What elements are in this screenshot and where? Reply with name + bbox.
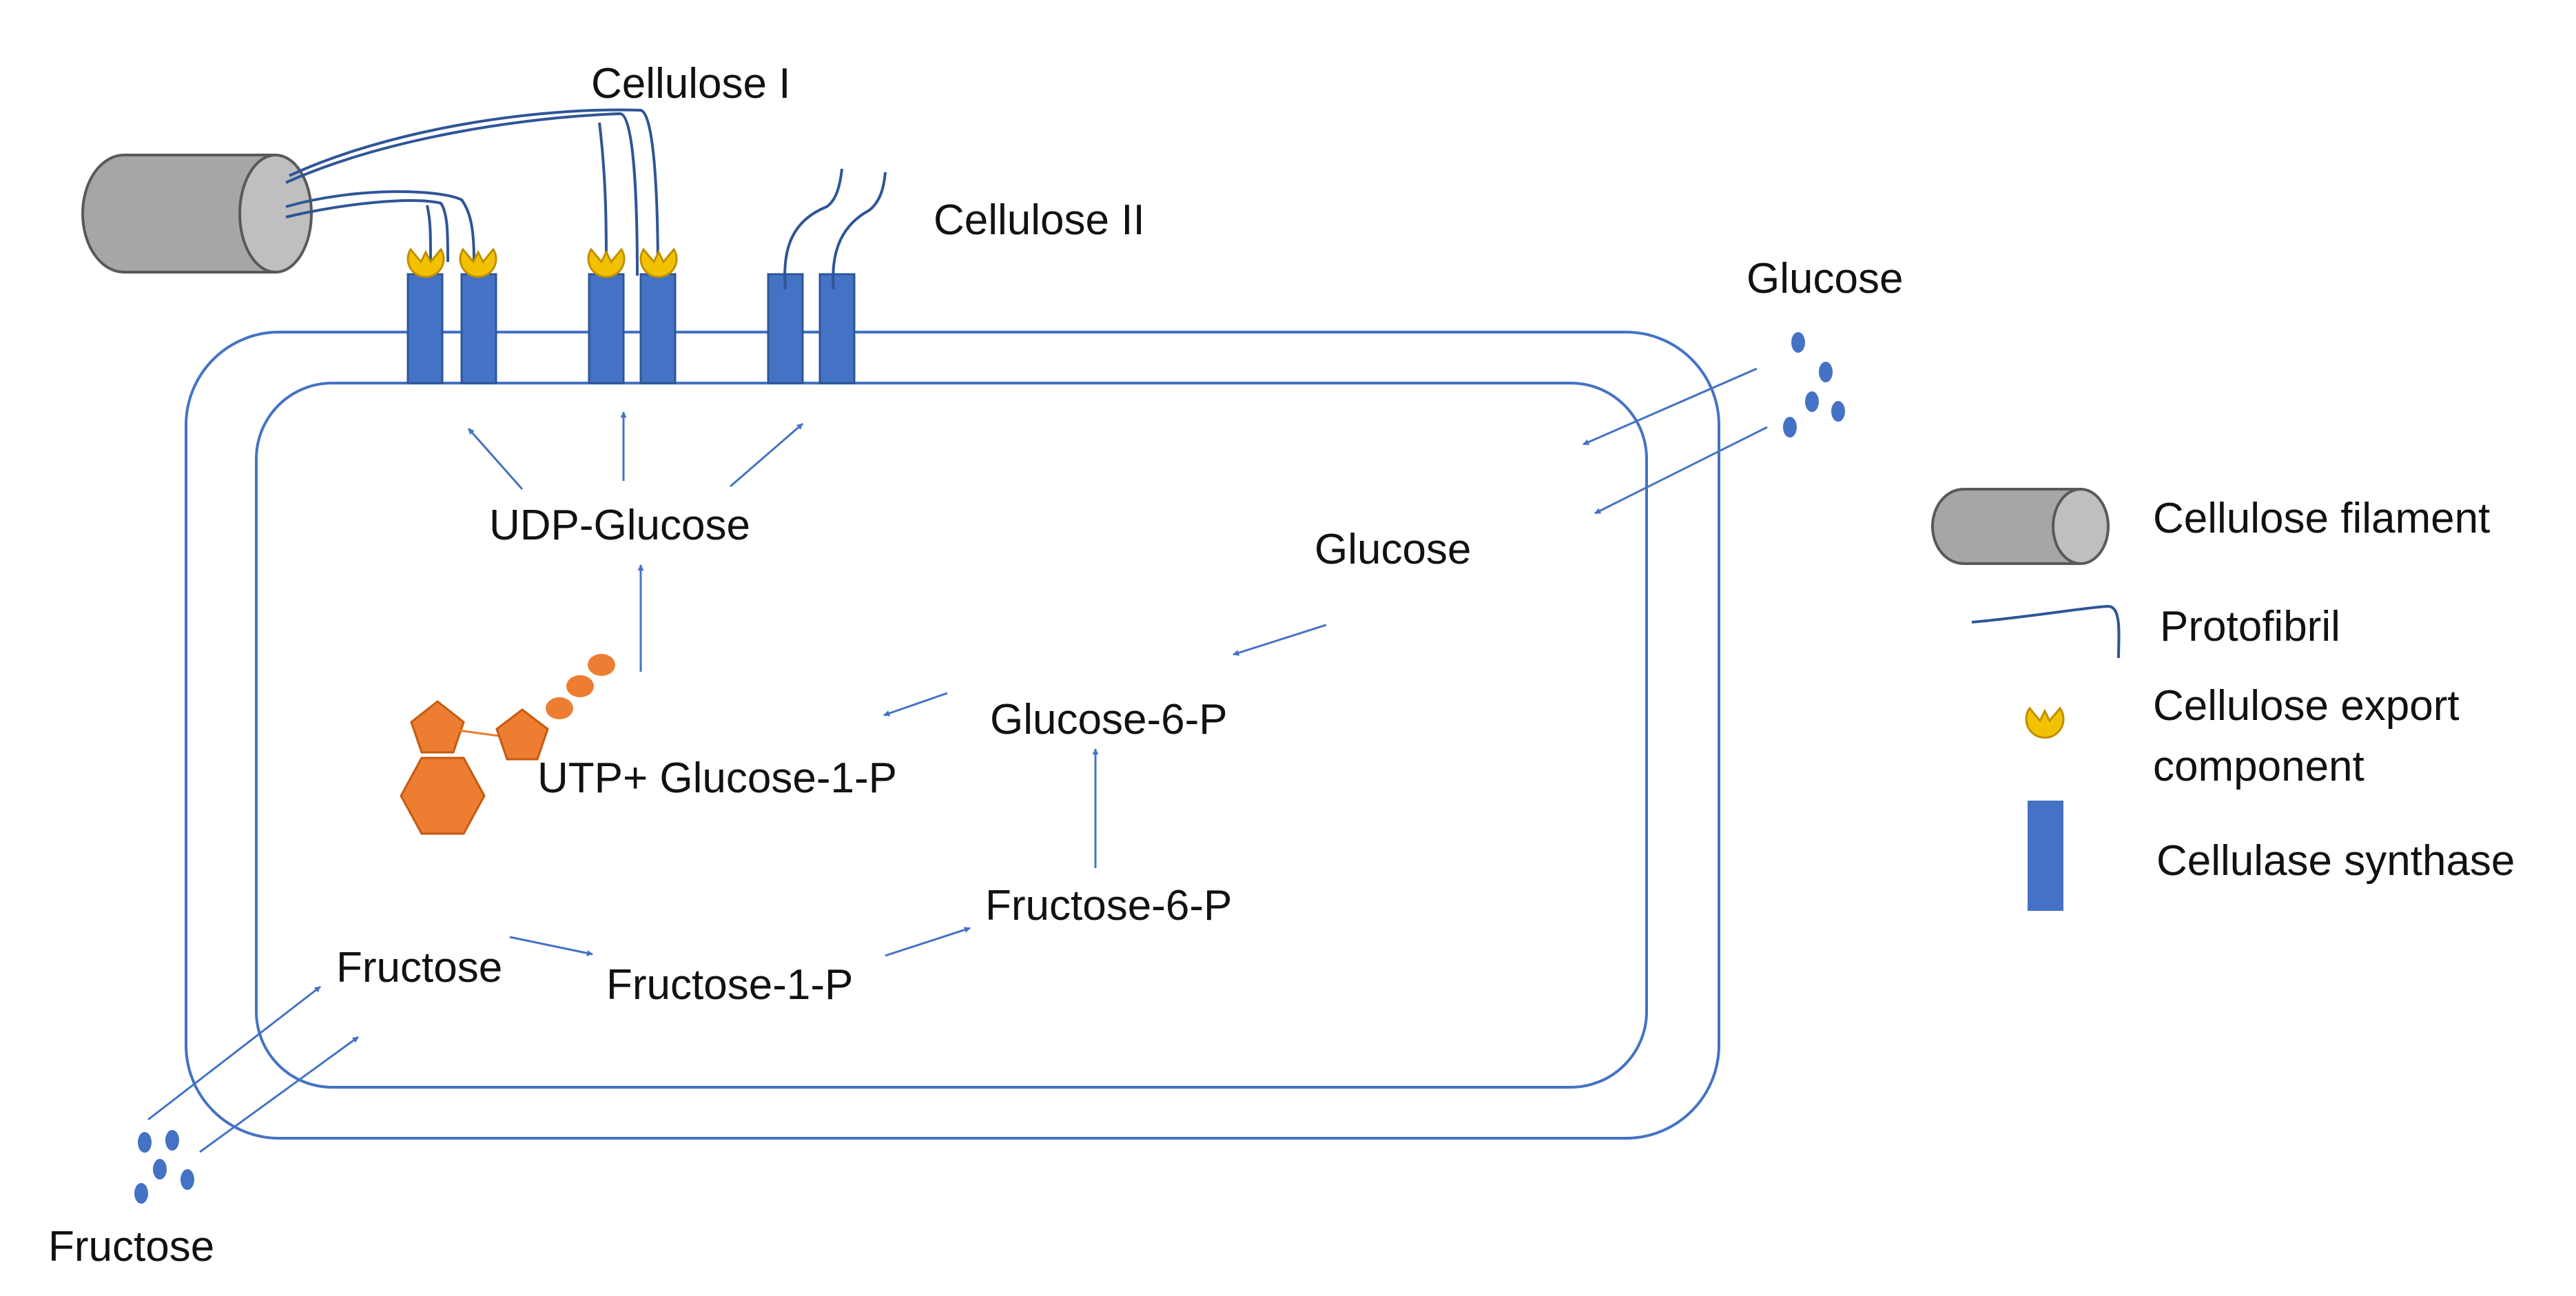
- label-udp-glucose: UDP-Glucose: [489, 502, 750, 549]
- label-glucose-6p: Glucose-6-P: [990, 696, 1228, 743]
- fructose-dot: [134, 1183, 148, 1204]
- glucose-molecules-outside: [1783, 332, 1845, 438]
- legend-export-icon: [2025, 706, 2065, 739]
- pentagon-ribose-2: [495, 708, 549, 761]
- glucose-dot: [1831, 401, 1845, 422]
- glucose-dot: [1805, 391, 1819, 412]
- arrow-g6p-to-g1p: [883, 692, 948, 717]
- label-fructose-1p: Fructose-1-P: [606, 961, 853, 1009]
- arrow-fructose-import-2: [199, 1036, 359, 1153]
- synthase-1: [406, 273, 444, 384]
- arrow-glucose-to-g6p: [1233, 624, 1327, 656]
- fructose-molecules-outside: [134, 1130, 194, 1204]
- outer-membrane: [185, 331, 1720, 1140]
- pathway-arrows: [147, 367, 1768, 1153]
- legend-label-protofibril: Protofibril: [2160, 603, 2340, 650]
- protofibril: [832, 172, 887, 290]
- phosphate-3: [588, 654, 615, 676]
- hexagon-base: [400, 757, 486, 835]
- export-components: [406, 247, 678, 278]
- labels: Cellulose I Cellulose II Glucose Fructos…: [48, 60, 1903, 1271]
- protofibril: [598, 122, 608, 266]
- cellulose-synthases: [406, 273, 856, 384]
- legend-synthase-icon: [2028, 801, 2063, 911]
- synthase-2: [460, 273, 497, 384]
- legend-filament-icon: [1931, 488, 2110, 565]
- protofibril: [285, 190, 475, 263]
- synthase-4: [639, 273, 677, 384]
- export-component: [459, 247, 497, 278]
- legend-label-export-line1: Cellulose export: [2153, 682, 2460, 730]
- synthase-3: [588, 273, 625, 384]
- legend-protofibril-icon: [1971, 604, 2121, 659]
- arrow-udp-to-synthase-3: [730, 422, 803, 488]
- label-glucose-outside: Glucose: [1746, 255, 1903, 302]
- label-cellulose-1: Cellulose I: [591, 60, 790, 107]
- synthase-5: [767, 273, 804, 384]
- synthase-6: [818, 273, 856, 384]
- protofibril: [426, 205, 432, 263]
- utp-molecule: [400, 654, 615, 835]
- fructose-dot: [181, 1169, 194, 1190]
- legend-label-export-line2: component: [2153, 743, 2364, 790]
- arrow-fructose-import-1: [147, 985, 321, 1121]
- protofibril: [783, 168, 843, 290]
- fructose-dot: [153, 1159, 167, 1180]
- legend: Cellulose filament Protofibril Cellulose…: [1931, 488, 2515, 911]
- pentagon-ribose-1: [410, 700, 465, 754]
- arrow-glucose-import-1: [1583, 367, 1758, 446]
- arrow-udp-to-synthase-1: [467, 428, 524, 490]
- protofibrils-cellulose-2: [783, 168, 887, 290]
- phosphate-1: [546, 697, 573, 719]
- label-glucose-inside: Glucose: [1315, 526, 1471, 573]
- arrow-glucose-import-2: [1594, 426, 1768, 515]
- label-utp-glucose-1p: UTP+ Glucose-1-P: [537, 754, 897, 802]
- export-component: [639, 247, 678, 278]
- glucose-dot: [1791, 332, 1805, 353]
- protofibril: [285, 199, 449, 263]
- fructose-dot: [138, 1132, 152, 1153]
- export-component: [406, 247, 445, 278]
- label-fructose-inside: Fructose: [336, 944, 502, 991]
- cellulose-filament: [81, 154, 313, 274]
- filament-body: [81, 154, 277, 274]
- cell-envelope: [185, 331, 1720, 1140]
- inner-membrane: [255, 382, 1648, 1089]
- protofibril: [285, 112, 639, 276]
- filament-end: [238, 154, 313, 274]
- protofibrils-cellulose-1: [285, 108, 659, 276]
- label-cellulose-2: Cellulose II: [934, 196, 1145, 244]
- legend-label-synthase: Cellulase synthase: [2156, 837, 2515, 885]
- arrow-fructose-to-f1p: [509, 936, 593, 956]
- glucose-dot: [1783, 417, 1797, 438]
- phosphate-2: [566, 675, 594, 697]
- arrow-f1p-to-f6p: [885, 927, 971, 957]
- glucose-dot: [1819, 362, 1833, 382]
- fructose-dot: [165, 1130, 179, 1151]
- protofibril: [289, 108, 659, 276]
- label-fructose-6p: Fructose-6-P: [985, 882, 1232, 929]
- label-fructose-outside: Fructose: [48, 1223, 214, 1271]
- export-component: [587, 247, 626, 278]
- legend-label-filament: Cellulose filament: [2153, 495, 2490, 542]
